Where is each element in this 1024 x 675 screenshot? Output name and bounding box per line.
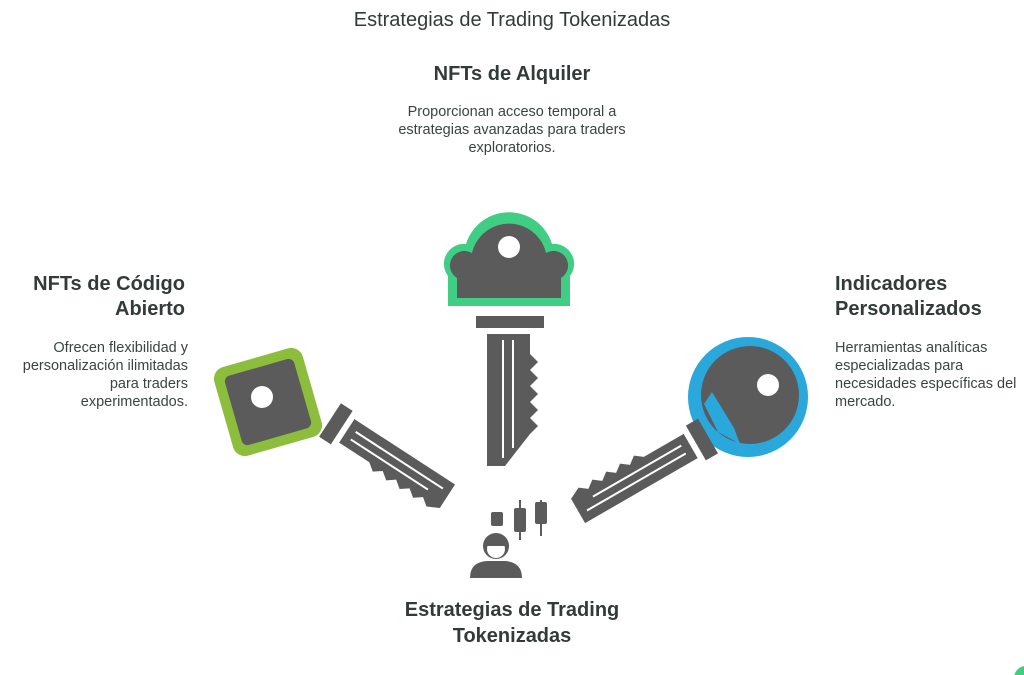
open-source-key-icon bbox=[213, 347, 456, 508]
page-title: Estrategias de Trading Tokenizadas bbox=[353, 9, 671, 31]
rental-key-hole bbox=[498, 236, 520, 258]
open-source-key-collar bbox=[319, 403, 353, 445]
trader-chart-icon bbox=[470, 500, 547, 578]
rental-key-head bbox=[449, 223, 569, 298]
open-source-key-blade bbox=[339, 419, 456, 508]
indicators-key-collar bbox=[685, 418, 718, 461]
indicators-key-icon bbox=[571, 337, 808, 524]
branch-heading-indicadores: Indicadores Personalizados bbox=[835, 273, 982, 320]
candlestick-icon bbox=[535, 502, 547, 524]
corner-decoration bbox=[1014, 666, 1024, 675]
branch-heading-alquiler: NFTs de Alquiler bbox=[433, 63, 591, 85]
indicators-key-hole bbox=[757, 374, 779, 396]
open-source-key-hole bbox=[251, 386, 273, 408]
branch-description-indicadores: Herramientas analíticas especializadas p… bbox=[835, 340, 1017, 410]
trader-body bbox=[470, 561, 522, 578]
rental-key-icon bbox=[443, 212, 575, 466]
rental-key-collar bbox=[476, 316, 544, 328]
branch-heading-codigo-abierto: NFTs de Código Abierto bbox=[33, 273, 185, 320]
open-source-key-groove bbox=[350, 438, 429, 491]
indicators-key-groove bbox=[586, 452, 687, 512]
branch-description-codigo-abierto: Ofrecen flexibilidad y personalización i… bbox=[22, 340, 188, 410]
indicators-key-head bbox=[701, 346, 799, 444]
indicators-key-groove bbox=[592, 444, 682, 498]
candlestick-icon bbox=[514, 508, 526, 532]
indicators-key-head-notch bbox=[704, 392, 740, 444]
indicators-key-blade bbox=[571, 433, 698, 524]
candlestick-icon bbox=[491, 512, 503, 526]
center-label: Estrategias de Trading Tokenizadas bbox=[404, 599, 620, 647]
branch-description-alquiler: Proporcionan acceso temporal a estrategi… bbox=[398, 104, 626, 156]
open-source-key-groove bbox=[355, 431, 444, 490]
